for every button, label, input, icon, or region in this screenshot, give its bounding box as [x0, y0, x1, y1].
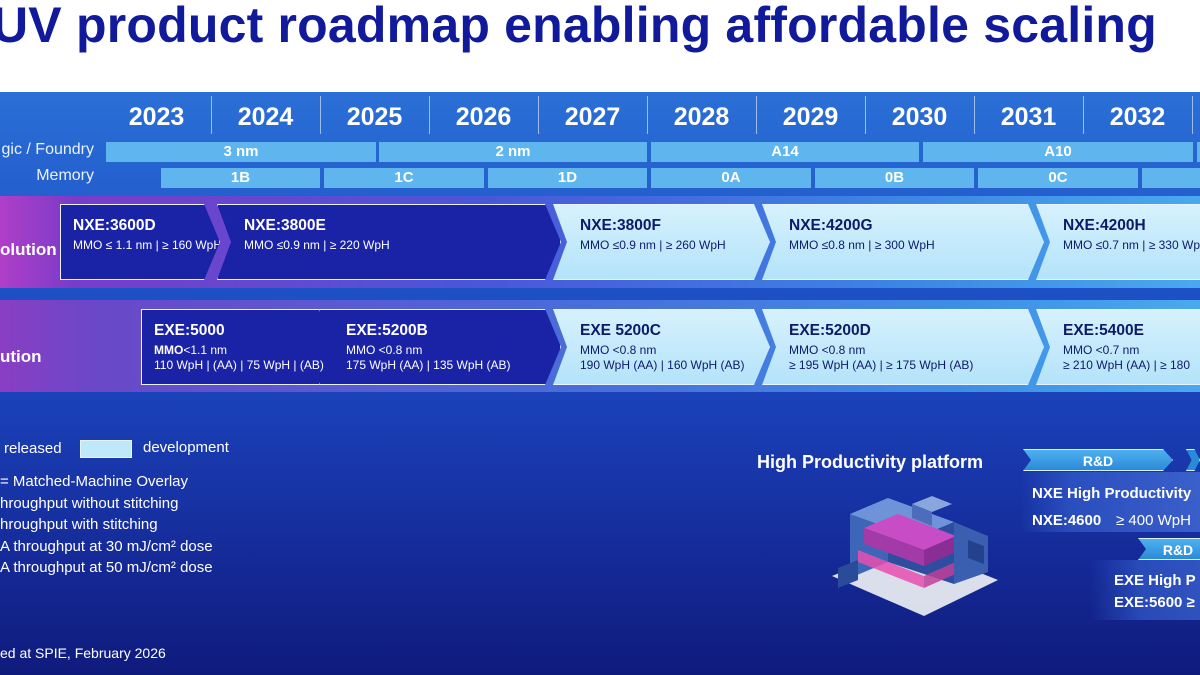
year-separator [974, 96, 975, 134]
rd-badge-exe: R&D [1138, 538, 1200, 560]
product-spec-line2: 190 WpH (AA) | 160 WpH (AB) [580, 358, 745, 372]
product-name: NXE:3800E [244, 217, 326, 234]
exe-band-label: ution [0, 347, 42, 366]
nxe-hp-title: NXE High Productivity [1032, 485, 1192, 502]
nxe-hp-box [1020, 472, 1200, 532]
product-spec-line1: MMO <0.8 nm [789, 343, 866, 357]
hp-platform-label: High Productivity platform [757, 452, 984, 472]
product-spec: MMO ≤0.8 nm | ≥ 300 WpH [789, 238, 935, 252]
memory-node-0b: 0B [815, 168, 974, 188]
year-separator [647, 96, 648, 134]
legend-development: development [143, 439, 229, 456]
year-separator [429, 96, 430, 134]
logic-node-next [1197, 142, 1200, 162]
year-label: 2032 [1109, 103, 1166, 131]
rd-badge-nxe: R&D [1023, 449, 1173, 471]
product-spec: MMO ≤0.7 nm | ≥ 330 WpH [1063, 238, 1200, 252]
product-name: EXE:5000 [154, 322, 225, 339]
exe-hp-title: EXE High P [1114, 572, 1196, 589]
year-separator [211, 96, 212, 134]
product-spec-line1: MMO <0.7 nm [1063, 343, 1140, 357]
product-spec-line2: ≥ 210 WpH (AA) | ≥ 180 [1063, 358, 1191, 372]
product-spec: MMO ≤0.9 nm | ≥ 220 WpH [244, 238, 390, 252]
memory-node-1d: 1D [488, 168, 647, 188]
year-separator [1083, 96, 1084, 134]
year-label: 2031 [1000, 103, 1057, 131]
legend-note: = Matched-Machine Overlay [0, 473, 188, 490]
exe-hp-model: EXE:5600 ≥ [1114, 594, 1195, 611]
logic-node-2nm: 2 nm [379, 142, 647, 162]
year-label: 2024 [237, 103, 294, 131]
legend-note: hroughput with stitching [0, 516, 158, 533]
product-spec: MMO ≤ 1.1 nm | ≥ 160 WpH [73, 238, 222, 252]
year-separator [538, 96, 539, 134]
nxe-hp-spec: ≥ 400 WpH [1116, 512, 1191, 529]
product-spec: MMO ≤0.9 nm | ≥ 260 WpH [580, 238, 726, 252]
legend-development-swatch [80, 440, 132, 458]
product-spec-line1: MMO <0.8 nm [580, 343, 657, 357]
slide-title: UV product roadmap enabling affordable s… [0, 0, 1157, 53]
product-nxe-3800f[interactable]: NXE:3800F MMO ≤0.9 nm | ≥ 260 WpH [553, 204, 770, 280]
logic-node-a10: A10 [923, 142, 1193, 162]
year-label: 2030 [891, 103, 948, 131]
product-nxe-3800e[interactable]: NXE:3800E MMO ≤0.9 nm | ≥ 220 WpH [217, 204, 561, 280]
memory-node-0c: 0C [978, 168, 1138, 188]
year-separator [320, 96, 321, 134]
product-exe-5200c[interactable]: EXE 5200C MMO <0.8 nm 190 WpH (AA) | 160… [553, 309, 770, 385]
legend-note: hroughput without stitching [0, 495, 179, 512]
legend-note: A throughput at 50 mJ/cm² dose [0, 559, 213, 576]
product-name: EXE:5400E [1063, 322, 1144, 339]
product-spec-line1: MMO<1.1 nm [154, 343, 334, 358]
legend-released: released [4, 440, 62, 457]
year-separator [1192, 96, 1193, 134]
product-nxe-3600d[interactable]: NXE:3600D MMO ≤ 1.1 nm | ≥ 160 WpH [60, 204, 220, 280]
product-name: EXE:5200D [789, 322, 871, 339]
year-label: 2026 [455, 103, 512, 131]
product-exe-5000[interactable]: EXE:5000 MMO<1.1 nm 110 WpH | (AA) | 75 … [141, 309, 335, 385]
product-spec-line2: 110 WpH | (AA) | 75 WpH | (AB) [154, 358, 324, 372]
product-name: EXE 5200C [580, 322, 661, 339]
product-nxe-4200g[interactable]: NXE:4200G MMO ≤0.8 nm | ≥ 300 WpH [762, 204, 1044, 280]
logic-node-3nm: 3 nm [106, 142, 376, 162]
memory-node-1c: 1C [324, 168, 484, 188]
year-label: 2029 [782, 103, 839, 131]
year-label: 2027 [564, 103, 621, 131]
product-name: EXE:5200B [346, 322, 428, 339]
product-name: NXE:4200G [789, 217, 873, 234]
chevron-right-icon [1186, 449, 1200, 471]
year-label: 2025 [346, 103, 403, 131]
logic-node-a14: A14 [651, 142, 919, 162]
memory-node-1b: 1B [161, 168, 320, 188]
product-name: NXE:3800F [580, 217, 661, 234]
product-exe-5400e[interactable]: EXE:5400E MMO <0.7 nm ≥ 210 WpH (AA) | ≥… [1036, 309, 1200, 385]
mmo-label: MMO [154, 343, 184, 357]
year-label: 2023 [128, 103, 185, 131]
logic-row-label: gic / Foundry [1, 141, 94, 158]
memory-node-next [1142, 168, 1200, 188]
product-spec-line1: MMO <0.8 nm [346, 343, 423, 357]
memory-node-0a: 0A [651, 168, 811, 188]
product-exe-5200b[interactable]: EXE:5200B MMO <0.8 nm 175 WpH (AA) | 135… [319, 309, 561, 385]
year-separator [865, 96, 866, 134]
year-label: 2028 [673, 103, 730, 131]
product-exe-5200d[interactable]: EXE:5200D MMO <0.8 nm ≥ 195 WpH (AA) | ≥… [762, 309, 1044, 385]
mmo-value: <1.1 nm [183, 343, 228, 357]
product-spec-line2: 175 WpH (AA) | 135 WpH (AB) [346, 358, 511, 372]
product-name: NXE:4200H [1063, 217, 1146, 234]
year-separator [756, 96, 757, 134]
memory-row-label: Memory [36, 167, 94, 184]
product-spec-line2: ≥ 195 WpH (AA) | ≥ 175 WpH (AB) [789, 358, 974, 372]
lithography-machine-illustration [832, 496, 998, 616]
nxe-band-label: olution [0, 240, 57, 259]
footnote: ed at SPIE, February 2026 [0, 645, 166, 661]
nxe-hp-model: NXE:4600 [1032, 512, 1102, 529]
legend-note: A throughput at 30 mJ/cm² dose [0, 538, 213, 555]
roadmap-panel: 2023 2024 2025 2026 2027 2028 2029 2030 … [0, 92, 1200, 675]
product-nxe-4200h[interactable]: NXE:4200H MMO ≤0.7 nm | ≥ 330 WpH [1036, 204, 1200, 280]
product-name: NXE:3600D [73, 217, 156, 234]
exe-hp-box [1090, 560, 1200, 620]
